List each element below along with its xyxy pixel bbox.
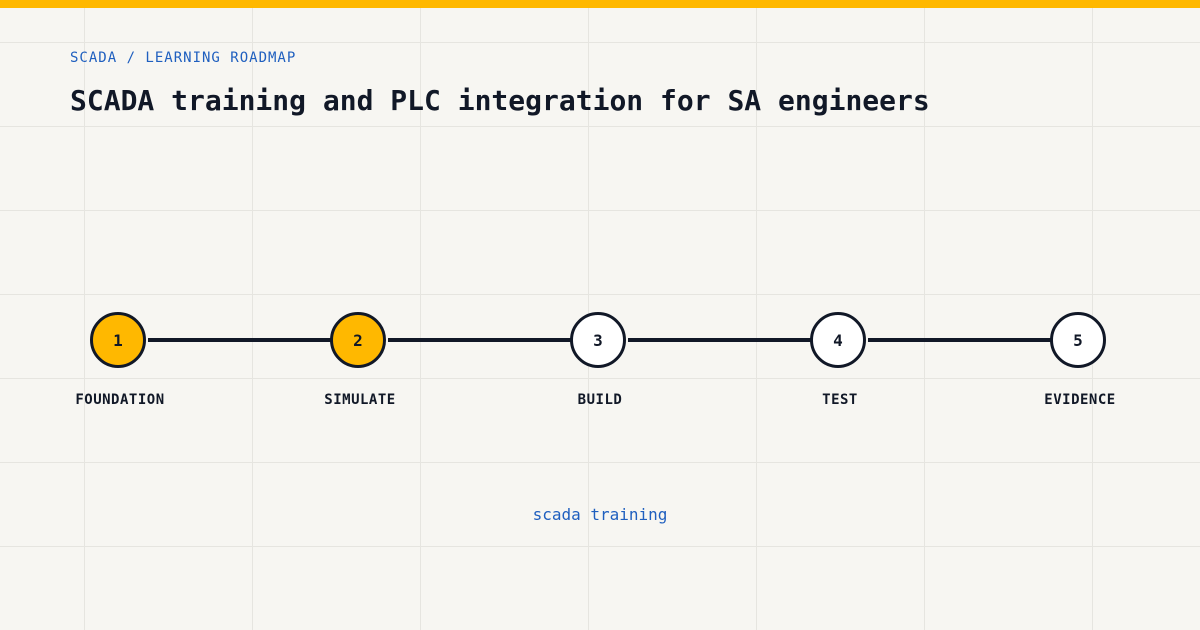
breadcrumb: SCADA / LEARNING ROADMAP [70, 50, 297, 66]
footer-tag: scada training [532, 505, 668, 524]
step-node: 2 [330, 312, 386, 368]
connector-4-5 [868, 338, 1052, 342]
step-node: 3 [570, 312, 626, 368]
step-label: TEST [822, 392, 858, 408]
top-accent-bar [0, 0, 1200, 8]
step-label: EVIDENCE [1044, 392, 1116, 408]
connector-2-3 [388, 338, 572, 342]
connector-1-2 [148, 338, 332, 342]
step-node: 5 [1050, 312, 1106, 368]
page-title: SCADA training and PLC integration for S… [70, 84, 930, 117]
connector-3-4 [628, 338, 812, 342]
step-label: SIMULATE [324, 392, 396, 408]
step-node: 4 [810, 312, 866, 368]
step-label: FOUNDATION [75, 392, 165, 408]
step-label: BUILD [577, 392, 623, 408]
step-node: 1 [90, 312, 146, 368]
